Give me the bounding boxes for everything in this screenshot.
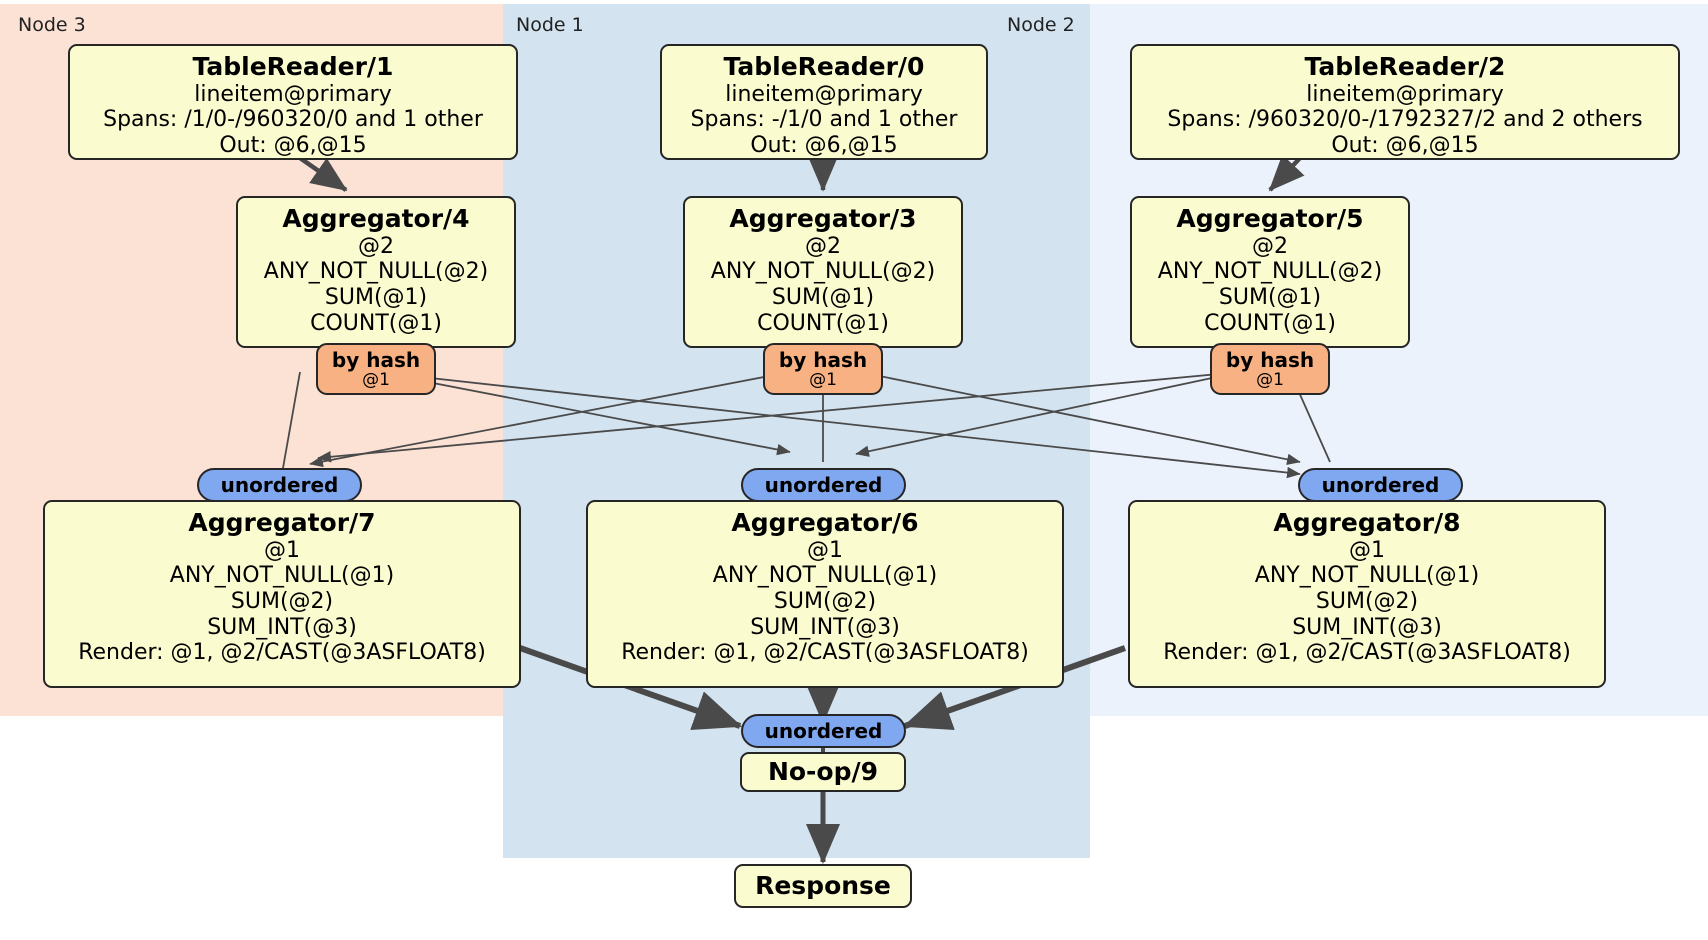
processor-tablereader-0[interactable]: TableReader/0 lineitem@primary Spans: -/… [660, 44, 988, 160]
router-label: by hash [331, 347, 421, 372]
node-panel-label-node2: Node 2 [1007, 14, 1075, 36]
processor-detail: SUM_INT(@3) [1292, 614, 1442, 640]
processor-title: TableReader/0 [723, 52, 925, 81]
synchronizer-label: unordered [764, 473, 883, 497]
processor-detail: SUM_INT(@3) [750, 614, 900, 640]
processor-detail: COUNT(@1) [757, 310, 889, 336]
processor-detail: ANY_NOT_NULL(@2) [1157, 259, 1383, 285]
router-sublabel: @1 [1256, 369, 1284, 390]
synchronizer-unordered-final[interactable]: unordered [741, 714, 906, 748]
processor-detail: SUM(@2) [773, 588, 877, 614]
processor-detail: Spans: /960320/0-/1792327/2 and 2 others [1167, 107, 1643, 133]
router-label: by hash [1225, 347, 1315, 372]
processor-title: Aggregator/8 [1273, 508, 1461, 537]
processor-aggregator-6[interactable]: Aggregator/6 @1 ANY_NOT_NULL(@1) SUM(@2)… [586, 500, 1064, 688]
processor-detail: ANY_NOT_NULL(@2) [710, 259, 936, 285]
processor-aggregator-3[interactable]: Aggregator/3 @2 ANY_NOT_NULL(@2) SUM(@1)… [683, 196, 963, 348]
synchronizer-unordered-left[interactable]: unordered [197, 468, 362, 502]
processor-title: Aggregator/7 [188, 508, 376, 537]
router-by-hash-left[interactable]: by hash @1 [316, 343, 436, 395]
router-sublabel: @1 [362, 369, 390, 390]
processor-title: Aggregator/3 [729, 204, 917, 233]
processor-detail: @1 [264, 537, 300, 563]
processor-title: No-op/9 [767, 757, 879, 787]
node-panel-label-node3: Node 3 [18, 14, 86, 36]
synchronizer-unordered-right[interactable]: unordered [1298, 468, 1463, 502]
processor-title: Aggregator/4 [282, 204, 470, 233]
processor-detail: Out: @6,@15 [219, 132, 367, 158]
processor-title: Aggregator/6 [731, 508, 919, 537]
processor-detail: ANY_NOT_NULL(@1) [712, 563, 938, 589]
synchronizer-label: unordered [220, 473, 339, 497]
processor-detail: Render: @1, @2/CAST(@3ASFLOAT8) [1163, 640, 1571, 666]
processor-detail: @2 [805, 233, 841, 259]
processor-detail: SUM(@2) [1315, 588, 1419, 614]
router-by-hash-center[interactable]: by hash @1 [763, 343, 883, 395]
processor-tablereader-2[interactable]: TableReader/2 lineitem@primary Spans: /9… [1130, 44, 1680, 160]
node-panel-label-node1: Node 1 [516, 14, 584, 36]
processor-title: Response [755, 871, 891, 901]
processor-detail: SUM(@1) [771, 284, 875, 310]
processor-detail: @2 [358, 233, 394, 259]
processor-detail: SUM(@1) [324, 284, 428, 310]
processor-title: TableReader/2 [1304, 52, 1506, 81]
processor-detail: ANY_NOT_NULL(@1) [1254, 563, 1480, 589]
synchronizer-label: unordered [1321, 473, 1440, 497]
processor-detail: SUM_INT(@3) [207, 614, 357, 640]
processor-detail: lineitem@primary [1306, 81, 1504, 107]
synchronizer-label: unordered [764, 719, 883, 743]
processor-detail: @1 [1349, 537, 1385, 563]
processor-tablereader-1[interactable]: TableReader/1 lineitem@primary Spans: /1… [68, 44, 518, 160]
processor-aggregator-8[interactable]: Aggregator/8 @1 ANY_NOT_NULL(@1) SUM(@2)… [1128, 500, 1606, 688]
processor-detail: Spans: -/1/0 and 1 other [690, 107, 958, 133]
router-sublabel: @1 [809, 369, 837, 390]
processor-detail: SUM(@1) [1218, 284, 1322, 310]
processor-detail: lineitem@primary [194, 81, 392, 107]
synchronizer-unordered-center[interactable]: unordered [741, 468, 906, 502]
processor-detail: Spans: /1/0-/960320/0 and 1 other [103, 107, 483, 133]
processor-detail: ANY_NOT_NULL(@2) [263, 259, 489, 285]
router-label: by hash [778, 347, 868, 372]
processor-detail: COUNT(@1) [310, 310, 442, 336]
processor-detail: SUM(@2) [230, 588, 334, 614]
processor-detail: Render: @1, @2/CAST(@3ASFLOAT8) [78, 640, 486, 666]
processor-title: TableReader/1 [192, 52, 394, 81]
processor-noop-9[interactable]: No-op/9 [740, 752, 906, 792]
router-by-hash-right[interactable]: by hash @1 [1210, 343, 1330, 395]
processor-detail: ANY_NOT_NULL(@1) [169, 563, 395, 589]
processor-detail: COUNT(@1) [1204, 310, 1336, 336]
processor-detail: @1 [807, 537, 843, 563]
processor-detail: lineitem@primary [725, 81, 923, 107]
processor-detail: Out: @6,@15 [750, 132, 898, 158]
processor-detail: Render: @1, @2/CAST(@3ASFLOAT8) [621, 640, 1029, 666]
processor-aggregator-5[interactable]: Aggregator/5 @2 ANY_NOT_NULL(@2) SUM(@1)… [1130, 196, 1410, 348]
processor-aggregator-4[interactable]: Aggregator/4 @2 ANY_NOT_NULL(@2) SUM(@1)… [236, 196, 516, 348]
processor-response[interactable]: Response [734, 864, 912, 908]
processor-detail: Out: @6,@15 [1331, 132, 1479, 158]
processor-detail: @2 [1252, 233, 1288, 259]
processor-aggregator-7[interactable]: Aggregator/7 @1 ANY_NOT_NULL(@1) SUM(@2)… [43, 500, 521, 688]
processor-title: Aggregator/5 [1176, 204, 1364, 233]
